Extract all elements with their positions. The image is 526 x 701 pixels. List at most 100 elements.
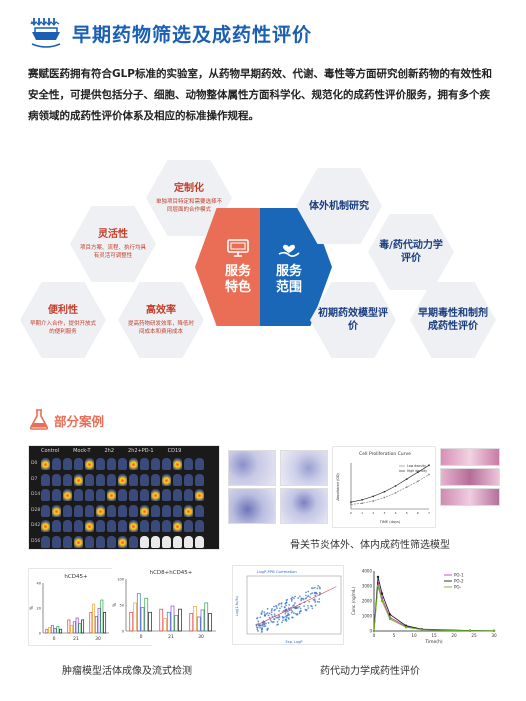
legend-entry: High density (407, 469, 427, 473)
scatter-point (302, 598, 305, 601)
x-tick-label: 25 (471, 633, 477, 638)
mouse-image (107, 473, 116, 486)
scatter-point (270, 611, 273, 614)
bar (78, 623, 82, 634)
scatter-point (271, 621, 274, 624)
bar (81, 619, 85, 634)
scatter-point (261, 610, 264, 613)
scatter-point (282, 619, 284, 622)
data-point (420, 628, 424, 631)
scatter-point (319, 587, 321, 590)
imaging-group-label: 2h2 (104, 448, 115, 454)
scatter-point (318, 598, 321, 600)
flask-icon (29, 409, 49, 430)
x-tick-label: 21 (73, 636, 79, 642)
mouse-image (129, 520, 138, 532)
chart-title: hCD8+hCD45+ (150, 570, 193, 576)
page-title: 早期药物筛选及成药性评价 (72, 24, 313, 46)
scatter-point (318, 600, 321, 603)
imaging-group-label: Mock-T (73, 448, 91, 454)
mouse-image (74, 504, 83, 517)
scatter-point (298, 595, 301, 598)
scatter-point (256, 628, 259, 631)
bar (94, 616, 98, 634)
feature-desc: 早期介入合作，提供开放式的便利服务 (29, 321, 96, 335)
imaging-row (41, 535, 217, 549)
scatter-point (270, 609, 273, 612)
y-tick-label: 100 (117, 578, 124, 582)
scatter-point (266, 628, 269, 631)
scatter-point (284, 612, 287, 615)
mouse-image (85, 504, 94, 517)
data-point (394, 485, 397, 487)
mouse-image (129, 535, 138, 548)
mouse-image (184, 535, 193, 548)
mouse-image (41, 535, 50, 548)
y-tick-label: 1000 (362, 614, 373, 619)
scope-title: 早期毒性和制剂成药性评价 (418, 308, 488, 332)
mouse-image (74, 473, 83, 486)
scatter-point (257, 630, 259, 632)
scatter-point (256, 626, 259, 629)
mouse-image (151, 458, 160, 470)
bar (200, 609, 205, 632)
mouse-image (129, 473, 138, 486)
bar (48, 627, 52, 634)
mouse-image (151, 489, 160, 501)
bar (67, 619, 71, 634)
scatter-point (283, 606, 286, 608)
mouse-image (107, 535, 116, 548)
scatter-point (261, 623, 264, 626)
x-tick-label: 30 (95, 636, 101, 642)
scatter-point (313, 599, 316, 602)
scatter-point (273, 618, 276, 620)
y-axis-label: Log(1-fu/fu) (235, 595, 239, 616)
scatter-point (306, 595, 309, 598)
bar (133, 602, 137, 632)
imaging-group-label: 2h2+PD-1 (128, 448, 154, 454)
scatter-point (281, 621, 283, 624)
legend-entry: PO- (454, 585, 462, 590)
imaging-row-label: D42 (31, 523, 41, 528)
scatter-point (263, 621, 266, 624)
bar (144, 597, 149, 632)
histology-image (440, 468, 500, 486)
mouse-image (195, 458, 204, 470)
mouse-image (41, 520, 50, 532)
scatter-point (279, 607, 281, 610)
mouse-image (107, 520, 116, 532)
mouse-image (118, 458, 127, 470)
mouse-image (162, 458, 171, 470)
bar (159, 608, 164, 632)
mouse-image (162, 535, 171, 548)
scatter-point (314, 594, 317, 597)
x-tick-label: 7 (428, 511, 430, 515)
data-point (416, 471, 419, 474)
features-center-label: 服务特色 (224, 264, 251, 295)
scatter-point (286, 610, 289, 613)
scatter-point (280, 602, 283, 605)
scatter-point (294, 602, 296, 604)
mouse-image (173, 535, 182, 548)
mouse-image (140, 520, 149, 532)
scatter-point (273, 605, 275, 608)
caption-pk: 药代动力学成药性评价 (320, 666, 420, 677)
bar (72, 621, 76, 634)
x-tick-label: 4 (395, 511, 397, 515)
bar (53, 627, 57, 634)
mouse-image (129, 458, 138, 470)
bar (140, 607, 145, 632)
mouse-image (129, 489, 138, 501)
hand-heart-icon (278, 244, 300, 257)
scatter-point (300, 599, 303, 602)
mouse-image (85, 520, 94, 532)
scatter-point (316, 600, 319, 603)
x-tick-label: 20 (451, 633, 457, 638)
scatter-point (278, 614, 280, 617)
histology-image (440, 448, 500, 466)
scope-hex-pk-tox: 毒/药代动力学评价 (368, 214, 454, 290)
mouse-image (85, 535, 94, 548)
scatter-point (285, 620, 288, 622)
